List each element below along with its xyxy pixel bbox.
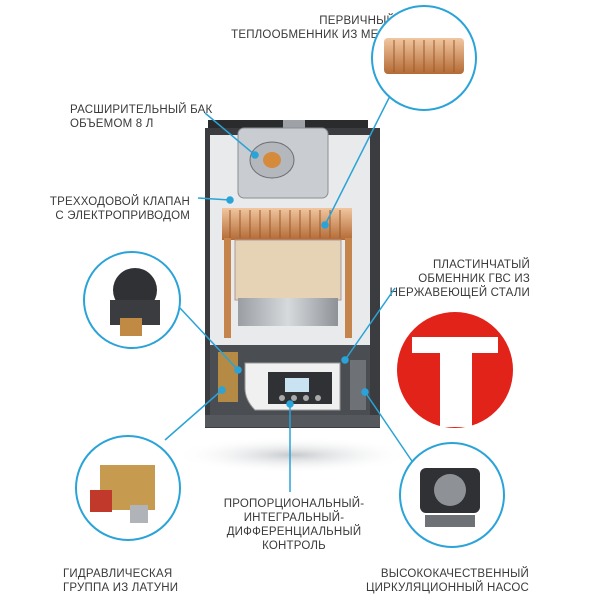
callout-bubble-pump xyxy=(399,442,505,548)
callout-valve: ТРЕХХОДОВОЙ КЛАПАН С ЭЛЕКТРОПРИВОДОМ xyxy=(49,196,190,222)
callout-plate-exchanger: ПЛАСТИНЧАТЫЙ ОБМЕННИК ГВС ИЗ НЕРЖАВЕЮЩЕЙ… xyxy=(389,259,530,299)
callout-bubble-hydraulic xyxy=(75,435,181,541)
brand-logo-t xyxy=(397,312,513,428)
callout-expansion-tank: РАСШИРИТЕЛЬНЫЙ БАК ОБЪЕМОМ 8 Л xyxy=(70,104,213,130)
callout-bubble-heat-exchanger xyxy=(371,5,477,111)
boiler-shadow xyxy=(173,437,413,473)
callout-pump: ВЫСОКОКАЧЕСТВЕННЫЙ ЦИРКУЛЯЦИОННЫЙ НАСОС xyxy=(365,568,529,594)
callout-heat-exchanger: ПЕРВИЧНЫЙ ТЕПЛООБМЕННИК ИЗ МЕДИ xyxy=(231,15,395,41)
callout-control: ПРОПОРЦИОНАЛЬНЫЙ- ИНТЕГРАЛЬНЫЙ- ДИФФЕРЕН… xyxy=(223,498,365,552)
callout-bubble-valve xyxy=(83,251,181,349)
boiler-body xyxy=(205,120,380,428)
callout-lines xyxy=(164,91,419,492)
callout-hydraulic-group: ГИДРАВЛИЧЕСКАЯ ГРУППА ИЗ ЛАТУНИ xyxy=(63,568,179,594)
